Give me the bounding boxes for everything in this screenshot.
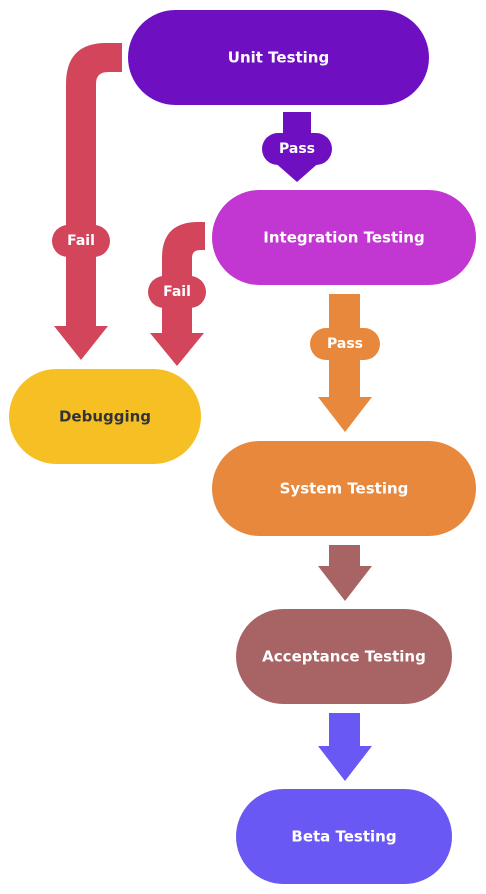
- arrow-unit-to-debugging: [54, 43, 122, 360]
- edge-acceptance-to-beta: [318, 713, 372, 781]
- node-acceptance-testing-shape: [236, 609, 452, 704]
- edge-label-pill-integration-pass: [310, 328, 380, 360]
- node-debugging: Debugging: [9, 369, 201, 464]
- edge-label-integration-pass: Pass: [327, 336, 363, 352]
- node-beta-testing: Beta Testing: [236, 789, 452, 884]
- node-integration-testing: Integration Testing: [212, 190, 476, 285]
- node-acceptance-testing: Acceptance Testing: [236, 609, 452, 704]
- edge-label-pill-unit-fail: [52, 225, 110, 257]
- edge-unit-to-debugging: Fail: [52, 43, 122, 360]
- edge-system-to-acceptance: [318, 545, 372, 601]
- edge-label-unit-pass: Pass: [279, 141, 315, 157]
- edge-integration-to-debugging: Fail: [148, 222, 206, 366]
- node-integration-testing-shape: [212, 190, 476, 285]
- arrow-acceptance-to-beta: [318, 713, 372, 781]
- node-system-testing: System Testing: [212, 441, 476, 536]
- node-system-testing-shape: [212, 441, 476, 536]
- node-debugging-shape: [9, 369, 201, 464]
- node-beta-testing-label: Beta Testing: [291, 828, 396, 846]
- edge-label-pill-unit-pass: [262, 133, 332, 165]
- node-acceptance-testing-label: Acceptance Testing: [262, 648, 426, 666]
- edge-integration-to-system: Pass: [310, 294, 380, 432]
- node-unit-testing-shape: [128, 10, 429, 105]
- edge-label-integration-fail: Fail: [163, 284, 191, 300]
- edge-label-pill-integration-fail: [148, 276, 206, 308]
- node-integration-testing-label: Integration Testing: [263, 229, 424, 247]
- edge-unit-to-integration: Pass: [262, 112, 332, 182]
- node-unit-testing-label: Unit Testing: [228, 49, 329, 67]
- edge-label-unit-fail: Fail: [67, 233, 95, 249]
- arrow-system-to-acceptance: [318, 545, 372, 601]
- arrow-integration-to-system: [318, 294, 372, 432]
- node-debugging-label: Debugging: [59, 408, 151, 426]
- node-system-testing-label: System Testing: [280, 480, 409, 498]
- node-beta-testing-shape: [236, 789, 452, 884]
- node-unit-testing: Unit Testing: [128, 10, 429, 105]
